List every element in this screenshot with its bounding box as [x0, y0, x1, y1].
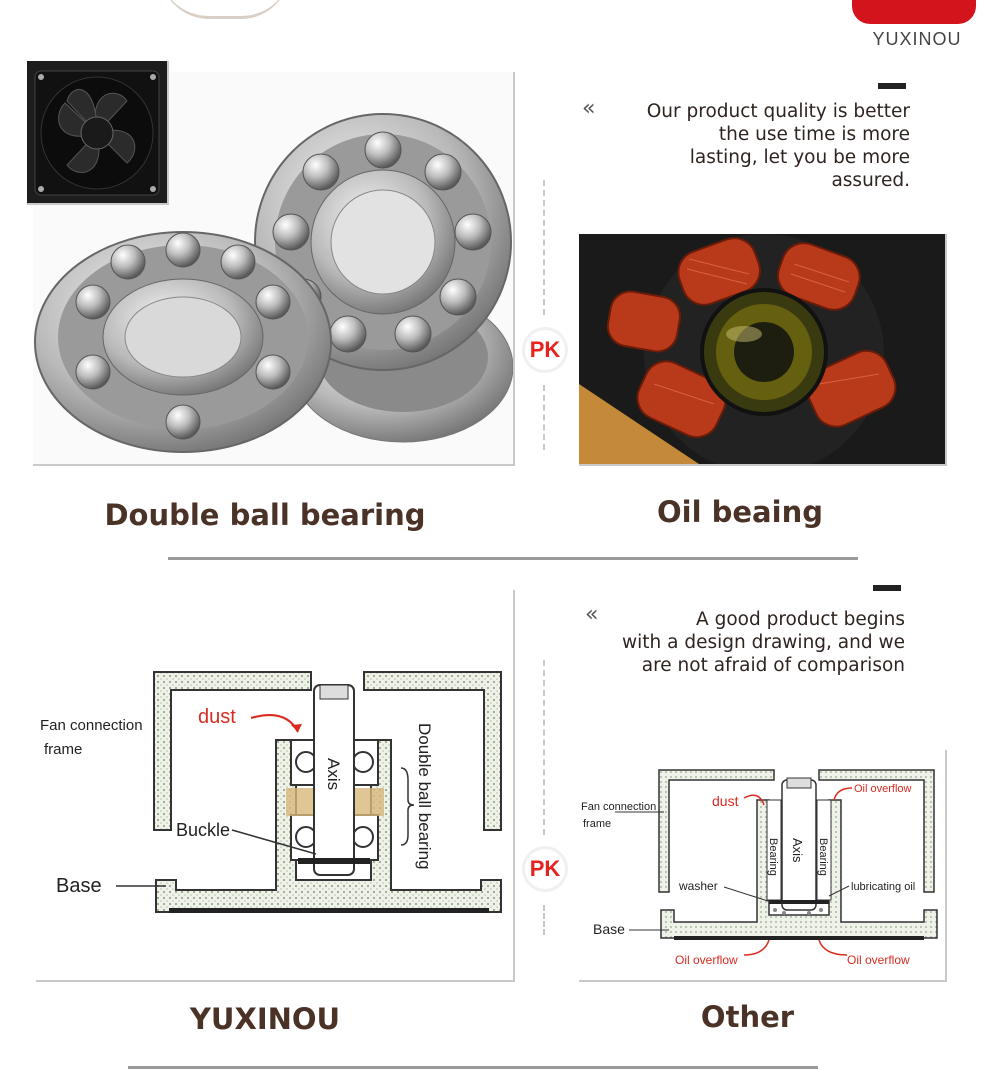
design-statement: A good product begins with a design draw…	[622, 609, 905, 676]
label-double-ball-bearing: Double ball bearing	[415, 723, 434, 870]
label-axis: Axis	[324, 758, 343, 790]
pk-badge-1: PK	[525, 330, 565, 370]
label-axis: Axis	[790, 838, 805, 863]
caption-oil-bearing: Oil beaing	[657, 495, 823, 529]
divider-dashed-top-1	[543, 180, 545, 315]
label-frame: frame	[583, 818, 611, 830]
label-bearing-left: Bearing	[767, 838, 779, 876]
pk-badge-2: PK	[525, 849, 565, 889]
yuxinou-bearing-diagram: Fan connection frame dust Buckle Base Ax…	[36, 590, 515, 982]
label-base: Base	[593, 921, 625, 937]
brand-logo-text: YUXINOU	[872, 29, 962, 49]
section-divider-2	[128, 1066, 818, 1069]
label-lubricating-oil: lubricating oil	[851, 881, 915, 893]
divider-dashed-bottom-1	[543, 385, 545, 450]
divider-dashed-bottom-2	[543, 905, 545, 935]
label-fan-connection: Fan connection	[581, 801, 656, 813]
label-oil-overflow-top: Oil overflow	[854, 783, 912, 795]
ball-bearing-illustration	[34, 113, 514, 453]
quality-statement: Our product quality is better the use ti…	[646, 101, 910, 191]
label-dust: dust	[198, 706, 236, 728]
caption-yuxinou: YUXINOU	[189, 1002, 341, 1036]
divider-dashed-top-2	[543, 660, 545, 835]
other-bearing-diagram: Fan connection frame dust Oil overflow w…	[579, 750, 947, 982]
label-oil-overflow-right: Oil overflow	[847, 953, 910, 967]
label-oil-overflow-left: Oil overflow	[675, 953, 738, 967]
double-chevron-left-icon: «	[582, 96, 596, 121]
accent-tick-2	[873, 585, 901, 591]
double-ball-bearing-diagram: Fan connection frame dust Buckle Base Ax…	[40, 671, 502, 913]
label-bearing-right: Bearing	[817, 838, 829, 876]
double-chevron-left-icon: «	[585, 602, 599, 627]
label-washer: washer	[678, 879, 718, 893]
ball-bearing-photo	[33, 72, 515, 466]
decorative-arc	[160, 0, 290, 19]
oil-bearing-diagram: Fan connection frame dust Oil overflow w…	[581, 769, 938, 967]
oil-bearing-stator-photo	[579, 234, 947, 474]
brand-logo-mark	[852, 0, 976, 24]
accent-tick-1	[878, 83, 906, 89]
label-frame: frame	[44, 741, 82, 758]
fan-thumbnail	[27, 61, 169, 205]
fan-icon	[27, 61, 167, 203]
label-buckle: Buckle	[176, 820, 230, 840]
stator-illustration	[579, 234, 945, 474]
label-base: Base	[56, 875, 102, 897]
label-fan-connection: Fan connection	[40, 717, 143, 734]
caption-other: Other	[700, 1000, 795, 1034]
section-divider-1	[168, 557, 858, 560]
caption-double-ball-bearing: Double ball bearing	[104, 498, 426, 532]
label-dust: dust	[712, 793, 739, 809]
